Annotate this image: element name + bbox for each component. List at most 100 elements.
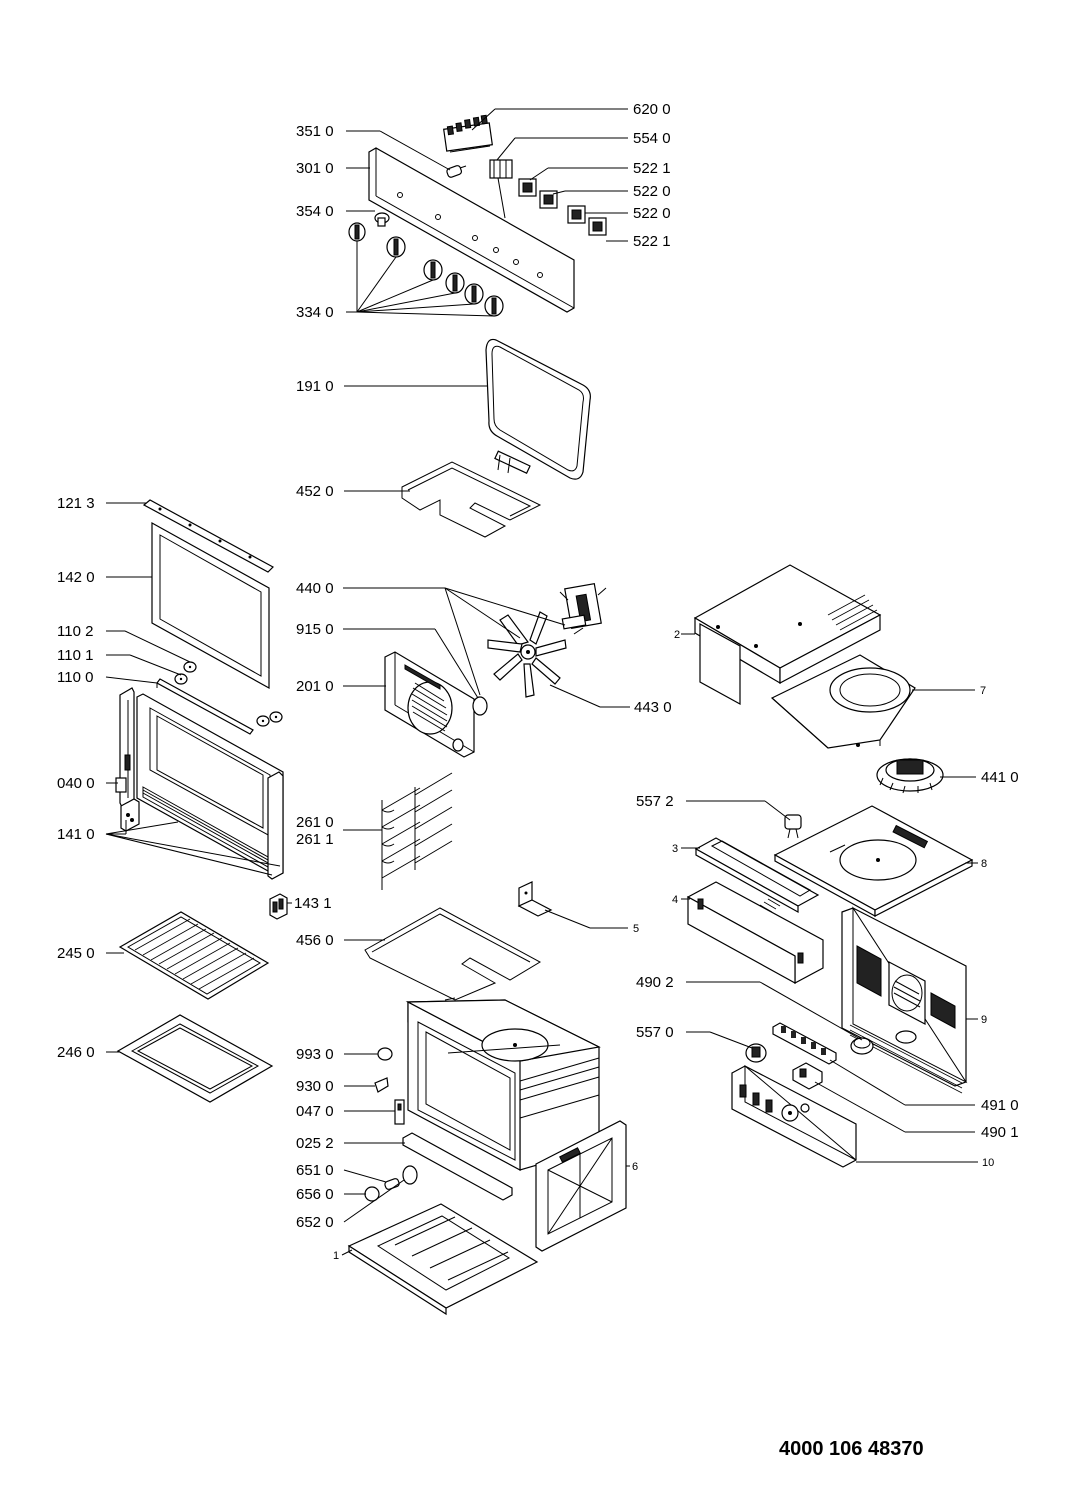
label-10: 10 (982, 1157, 994, 1169)
part-142-door-glass (151, 521, 270, 690)
label-110-0: 110 0 (57, 669, 93, 686)
part-452-grill-element (401, 450, 542, 538)
label-5: 5 (633, 923, 639, 935)
label-490-2: 490 2 (636, 974, 674, 991)
part-191-door-gasket (485, 338, 591, 480)
part-oven-cavity (402, 999, 601, 1201)
part-440-fan-motor (559, 583, 607, 635)
label-456-0: 456 0 (296, 932, 334, 949)
part-9-rear-panel (841, 906, 968, 1094)
part-small-components (364, 1047, 418, 1202)
part-490-1-lamp-holder (792, 1062, 823, 1090)
label-201-0: 201 0 (296, 678, 334, 695)
part-490-2-lamp-cover (850, 1037, 874, 1055)
label-557-0: 557 0 (636, 1024, 674, 1041)
part-6-side-panel (535, 1120, 627, 1252)
part-491-terminal-block (772, 1022, 837, 1065)
part-351-indicator-lamp (446, 165, 467, 178)
part-10-back-panel (731, 1064, 857, 1168)
label-143-1: 143 1 (294, 895, 332, 912)
label-652-0: 652 0 (296, 1214, 334, 1231)
part-8-top-plate (773, 805, 974, 918)
label-554-0: 554 0 (633, 130, 671, 147)
part-201-fan-cover (384, 651, 475, 758)
label-915-0: 915 0 (296, 621, 334, 638)
part-141-door-frame (136, 693, 284, 880)
part-522-switch-2 (539, 190, 558, 209)
control-panel-group (348, 114, 607, 317)
label-7: 7 (980, 685, 986, 697)
part-121-door-trim (142, 499, 274, 573)
part-456-lower-element (364, 907, 542, 1001)
label-651-0: 651 0 (296, 1162, 334, 1179)
label-110-1: 110 1 (57, 647, 93, 664)
label-141-0: 141 0 (57, 826, 95, 843)
label-191-0: 191 0 (296, 378, 334, 395)
label-2: 2 (674, 629, 680, 641)
part-554-selector-switch (489, 159, 513, 219)
part-door-top-strip (156, 678, 254, 735)
part-652-lamp-holder (402, 1165, 418, 1185)
label-522-0-b: 522 0 (633, 205, 671, 222)
rear-panel-vents-left (856, 945, 882, 997)
part-354-push-button (374, 212, 390, 227)
label-522-1-a: 522 1 (633, 160, 671, 177)
part-labels: 620 0 351 0 554 0 301 0 522 1 522 0 354 … (57, 101, 1019, 1262)
label-142-0: 142 0 (57, 569, 95, 586)
part-1-bottom-plate (347, 1203, 539, 1316)
part-301-control-panel (368, 147, 575, 313)
label-246-0: 246 0 (57, 1044, 95, 1061)
label-261-0: 261 0 (296, 814, 334, 831)
part-261-side-racks (381, 772, 453, 890)
part-4-side-bracket (686, 881, 824, 985)
label-3: 3 (672, 843, 678, 855)
label-930-0: 930 0 (296, 1078, 334, 1095)
part-443-fan-blade (487, 611, 567, 698)
leader-lines (105, 108, 978, 1256)
label-040-0: 040 0 (57, 775, 95, 792)
part-993-grommet (377, 1047, 393, 1061)
label-351-0: 351 0 (296, 123, 334, 140)
label-440-0: 440 0 (296, 580, 334, 597)
label-491-0: 491 0 (981, 1097, 1019, 1114)
label-1: 1 (333, 1250, 339, 1262)
label-522-1-b: 522 1 (633, 233, 671, 250)
label-443-0: 443 0 (634, 699, 672, 716)
label-452-0: 452 0 (296, 483, 334, 500)
label-121-3: 121 3 (57, 495, 95, 512)
label-490-1: 490 1 (981, 1124, 1019, 1141)
part-915-fan-nut (472, 696, 488, 716)
part-143-door-latch (269, 893, 288, 920)
label-8: 8 (981, 858, 987, 870)
part-620-terminal-block (443, 114, 493, 153)
part-047-bracket (394, 1099, 405, 1125)
part-557-0-thermostat (745, 1043, 767, 1063)
part-522-switch-4 (588, 217, 607, 236)
part-522-switch-1 (518, 178, 537, 197)
label-522-0-a: 522 0 (633, 183, 671, 200)
document-number: 4000 106 48370 (779, 1438, 924, 1460)
label-245-0: 245 0 (57, 945, 95, 962)
part-522-switch-3 (567, 205, 586, 224)
label-025-2: 025 2 (296, 1135, 334, 1152)
part-2-top-cover (693, 564, 882, 706)
label-656-0: 656 0 (296, 1186, 334, 1203)
label-993-0: 993 0 (296, 1046, 334, 1063)
label-6: 6 (632, 1161, 638, 1173)
label-620-0: 620 0 (633, 101, 671, 118)
label-354-0: 354 0 (296, 203, 334, 220)
part-246-baking-tray (116, 1014, 274, 1103)
label-261-1: 261 1 (296, 831, 334, 848)
part-441-cooling-fan (876, 758, 944, 794)
part-557-thermostat (784, 814, 802, 839)
part-3-rail (694, 837, 820, 914)
label-301-0: 301 0 (296, 160, 334, 177)
label-047-0: 047 0 (296, 1103, 334, 1120)
part-5-bracket (517, 881, 553, 917)
label-9: 9 (981, 1014, 987, 1026)
label-4: 4 (672, 894, 678, 906)
part-7-fan-shroud (770, 654, 916, 749)
label-557-2: 557 2 (636, 793, 674, 810)
part-040-hinge (115, 687, 135, 808)
